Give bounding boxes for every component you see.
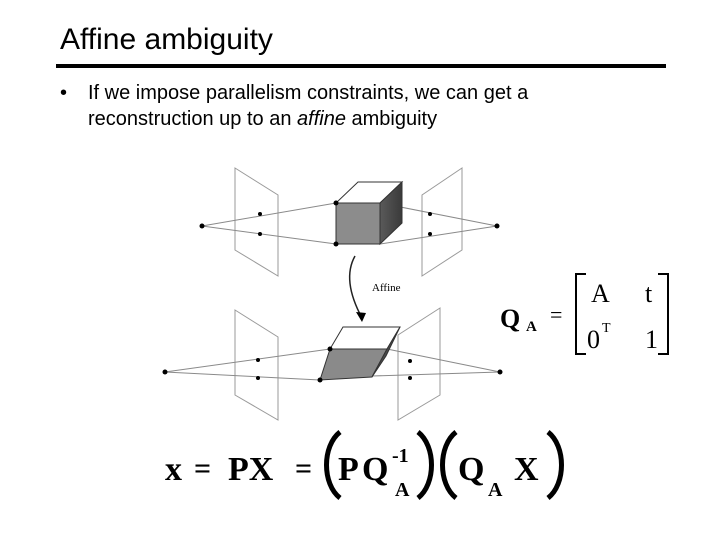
- paren-close-1: [416, 430, 434, 500]
- eq-q1-subscript: A: [395, 479, 410, 501]
- left-bracket: [575, 273, 586, 355]
- eq-px: PX: [228, 451, 274, 488]
- title-divider: [56, 64, 666, 68]
- right-image-plane-top: [421, 167, 463, 277]
- paren-open-2: [440, 430, 458, 500]
- eq-big-x: X: [514, 451, 539, 488]
- parallelepiped: [317, 326, 401, 383]
- matrix-lhs-q: Q: [500, 304, 520, 333]
- cube-side-face: [379, 180, 403, 246]
- bullet-text: If we impose parallelism constraints, we…: [88, 80, 658, 132]
- eq-q1: Q: [362, 451, 388, 488]
- matrix-cell-a: A: [591, 279, 610, 308]
- top-scene: [199, 167, 500, 277]
- slide-title: Affine ambiguity: [60, 23, 273, 56]
- eq-q1-superscript: -1: [392, 445, 409, 467]
- right-image-plane-bottom: [397, 307, 441, 421]
- bullet-text-end: ambiguity: [345, 108, 438, 130]
- cube-front-face: [335, 202, 381, 245]
- matrix-cell-one: 1: [645, 325, 658, 354]
- eq-q2-subscript: A: [488, 479, 503, 501]
- left-image-plane-top: [234, 167, 279, 277]
- eq-equals-2: =: [295, 452, 312, 485]
- matrix-equation: Q A = A t 0 T 1: [500, 273, 669, 355]
- image-points-bottom: [162, 358, 503, 380]
- left-image-plane-bottom: [234, 309, 279, 421]
- eq-equals-1: =: [194, 452, 211, 485]
- matrix-equals: =: [550, 302, 562, 327]
- paren-close-2: [546, 430, 564, 500]
- eq-x: x: [165, 451, 182, 488]
- projection-rays-bottom: [164, 348, 501, 381]
- matrix-zero-superscript: T: [602, 321, 611, 336]
- matrix-cell-zero: 0: [587, 325, 600, 354]
- bottom-scene: [162, 307, 503, 421]
- projection-equation: x = PX = P Q -1 A Q A X: [165, 430, 564, 501]
- arrow-label: Affine: [372, 282, 401, 294]
- parallelepiped-side-face: [371, 326, 401, 378]
- matrix-lhs-subscript: A: [526, 319, 537, 335]
- eq-q2: Q: [458, 451, 484, 488]
- eq-p: P: [338, 451, 359, 488]
- image-points-top: [199, 212, 500, 236]
- bullet-marker: •: [60, 82, 68, 104]
- transform-arrow: [348, 255, 366, 322]
- bullet-emphasis: affine: [297, 108, 346, 130]
- bullet-text-start: If we impose parallelism constraints, we…: [88, 82, 529, 130]
- matrix-cell-t: t: [645, 279, 653, 308]
- right-bracket: [658, 273, 669, 355]
- paren-open-1: [324, 430, 342, 500]
- cube-top: [333, 180, 404, 247]
